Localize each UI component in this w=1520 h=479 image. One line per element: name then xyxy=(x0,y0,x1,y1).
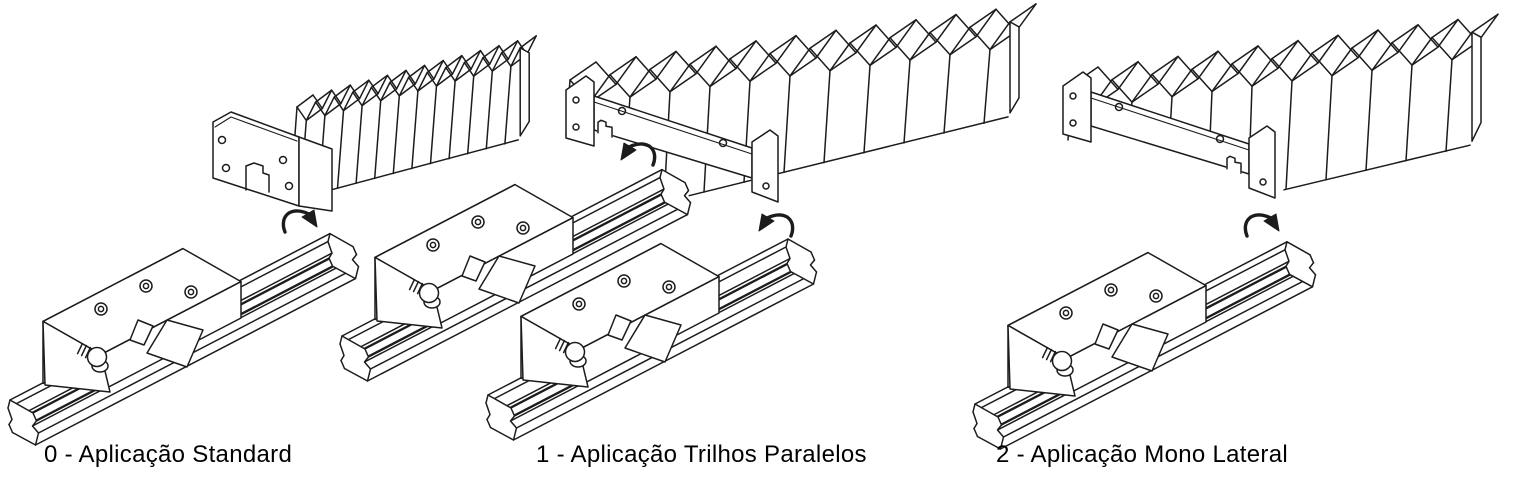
carriage-block xyxy=(374,183,574,329)
parallel-bellows-illustration xyxy=(565,3,1037,208)
rail-carriage-standard xyxy=(7,232,360,446)
caption-aplicacao-trilhos-paralelos: 1 - Aplicação Trilhos Paralelos xyxy=(536,441,867,468)
caption-aplicacao-standard: 0 - Aplicação Standard xyxy=(44,441,293,468)
carriage-block xyxy=(1007,251,1207,397)
grease-nipple-icon xyxy=(1041,346,1074,377)
standard-bellows-end-plate xyxy=(212,111,333,212)
install-arrow-icon-mono xyxy=(1243,213,1280,238)
parallel-bellows-bracket xyxy=(565,75,779,203)
install-arrow-icon-parallel-2 xyxy=(758,213,795,238)
grease-nipple-icon xyxy=(76,342,109,373)
mono-bellows-illustration xyxy=(1067,13,1499,191)
rail-carriage-mono xyxy=(972,241,1317,450)
rail-carriage-parallel-1 xyxy=(339,168,692,382)
install-arrow-icon-parallel-1 xyxy=(620,142,657,167)
caption-aplicacao-mono-lateral: 2 - Aplicação Mono Lateral xyxy=(996,441,1288,468)
mono-bellows-bracket xyxy=(1062,71,1276,199)
carriage-block xyxy=(520,242,720,388)
carriage-block xyxy=(42,247,242,393)
install-arrow-icon-standard xyxy=(281,209,318,234)
rail-carriage-parallel-2 xyxy=(485,238,818,441)
grease-nipple-icon xyxy=(554,337,587,368)
standard-bellows-illustration xyxy=(291,35,537,202)
grease-nipple-icon xyxy=(408,278,441,309)
